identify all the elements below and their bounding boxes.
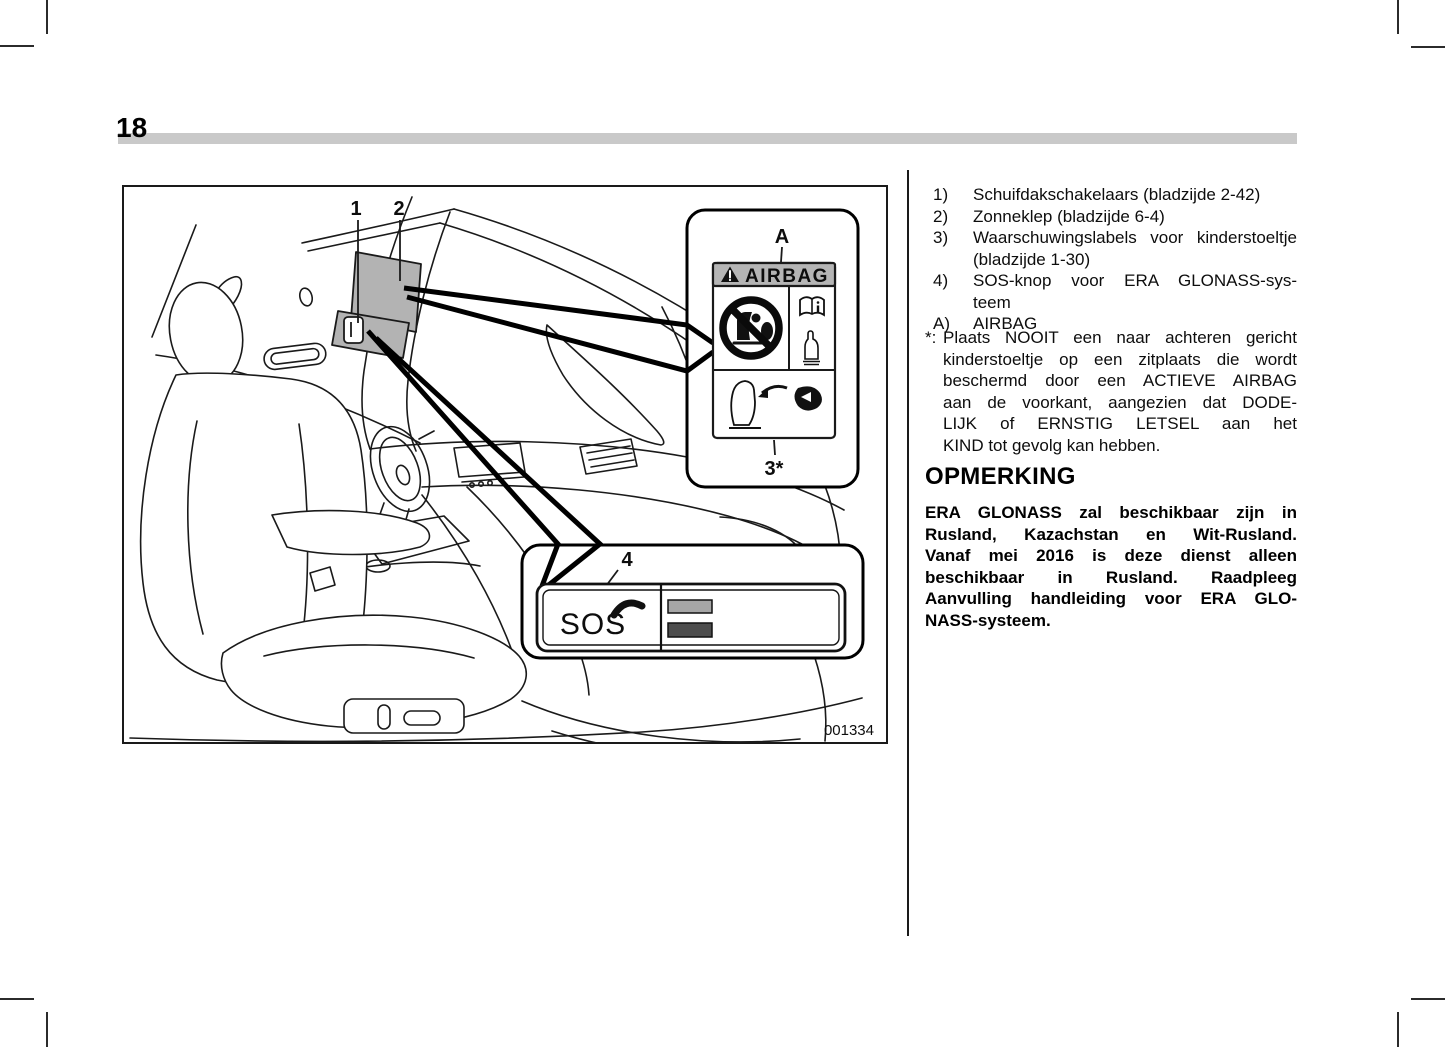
airbag-label-title: AIRBAG xyxy=(745,266,829,287)
child-seat-rotation-icon xyxy=(729,380,822,429)
leader-line-a xyxy=(780,246,783,263)
callout-label-3: 3* xyxy=(765,458,784,480)
legend-item: 4) SOS-knop voor ERA GLONASS-sys- teem xyxy=(925,270,1297,313)
callout-label-4: 4 xyxy=(621,549,633,571)
crop-mark xyxy=(46,0,48,34)
visor-callouts: 1 2 xyxy=(350,198,405,323)
footnote-line: kinderstoeltje op een zitplaats die word… xyxy=(943,349,1297,369)
column-divider xyxy=(907,170,909,936)
legend-item: A) AIRBAG xyxy=(925,313,1297,335)
crop-mark xyxy=(1411,998,1445,1000)
remark-line: Rusland, Kazachstan en Wit-Rusland. xyxy=(925,524,1297,544)
rearview-mirror-icon xyxy=(545,324,665,446)
legend-item-number: 3) xyxy=(933,228,949,247)
legend-item-text: teem xyxy=(973,292,1011,312)
remark-heading: OPMERKING xyxy=(925,463,1076,490)
footnote-line: LIJK of ERNSTIG LETSEL aan het xyxy=(943,414,1297,433)
remark-line: ERA GLONASS zal beschikbaar zijn in xyxy=(925,503,1297,522)
phone-receiver-icon xyxy=(610,599,646,619)
crop-mark xyxy=(46,1012,48,1047)
dashboard-vent xyxy=(579,438,638,475)
crop-mark xyxy=(1411,46,1445,48)
steering-wheel xyxy=(369,425,431,513)
remark-line: Vanaf mei 2016 is deze dienst alleen xyxy=(925,546,1297,565)
callout-label-a: A xyxy=(775,226,789,248)
footnote-line: KIND tot gevolg kan hebben. xyxy=(943,435,1161,455)
header-rule xyxy=(118,133,1297,144)
owners-manual-icon xyxy=(799,296,825,317)
figure-car-interior: A AIRBAG xyxy=(122,185,888,744)
car-interior-art xyxy=(129,196,863,744)
remark-paragraph: ERA GLONASS zal beschikbaar zijn in Rusl… xyxy=(925,502,1297,631)
remark-line: NASS-systeem. xyxy=(925,610,1051,630)
remark-line: beschikbaar in Rusland. Raadpleeg xyxy=(925,567,1297,587)
legend-item-number: A) xyxy=(933,314,950,333)
legend-item: 1) Schuifdakschakelaars (bladzijde 2-42) xyxy=(925,184,1297,206)
warning-triangle-icon xyxy=(721,266,739,282)
legend-item-text: AIRBAG xyxy=(973,314,1038,333)
pointer-wedges xyxy=(366,285,715,590)
visor-hook xyxy=(343,316,364,344)
footnote-line: beschermd door een ACTIEVE AIRBAG xyxy=(943,371,1297,390)
indicator-bar-light xyxy=(667,599,713,614)
legend-item-text: Schuifdakschakelaars (bladzijde 2-42) xyxy=(973,185,1261,204)
text-column: 1) Schuifdakschakelaars (bladzijde 2-42)… xyxy=(925,184,1297,630)
crop-mark xyxy=(1397,0,1399,34)
legend-list: 1) Schuifdakschakelaars (bladzijde 2-42)… xyxy=(925,184,1297,335)
callout-label-2: 2 xyxy=(393,198,404,220)
legend-item-text: (bladzijde 1-30) xyxy=(973,249,1091,269)
footnote-marker: *: xyxy=(925,328,937,347)
indicator-bar-dark xyxy=(667,622,713,638)
crop-mark xyxy=(1397,1012,1399,1047)
footnote-line: aan de voorkant, aangezien dat DODE- xyxy=(943,392,1297,412)
footnote-line: Plaats NOOIT een naar achteren gericht xyxy=(943,328,1297,347)
remark-line: Aanvulling handleiding voor ERA GLO- xyxy=(925,589,1297,608)
legend-item: 2) Zonneklep (bladzijde 6-4) xyxy=(925,206,1297,228)
legend-item-text: SOS-knop voor ERA GLONASS-sys- xyxy=(973,271,1297,290)
figure-code: 001334 xyxy=(824,722,874,739)
roof-grab-handle xyxy=(263,342,327,371)
legend-item-text: Waarschuwingslabels voor kinderstoeltje xyxy=(973,228,1297,247)
crop-mark xyxy=(0,998,34,1000)
airbag-warning-label: A AIRBAG xyxy=(711,226,837,480)
callout-label-1: 1 xyxy=(350,198,361,220)
legend-item-text: Zonneklep (bladzijde 6-4) xyxy=(973,206,1165,226)
legend-item-number: 2) xyxy=(933,206,949,226)
legend-item: 3) Waarschuwingslabels voor kinderstoelt… xyxy=(925,227,1297,270)
sos-button-panel: 4 SOS xyxy=(535,549,847,653)
center-armrest xyxy=(271,509,431,556)
pointing-hand-icon xyxy=(803,330,820,366)
leader-line-3 xyxy=(773,439,776,456)
no-child-seat-icon xyxy=(719,296,783,360)
footnote-text: Plaats NOOIT een naar achteren gericht k… xyxy=(943,327,1297,456)
legend-item-number: 4) xyxy=(933,271,949,290)
crop-mark xyxy=(0,45,34,47)
page-number: 18 xyxy=(116,112,148,143)
footnote: *: Plaats NOOIT een naar achteren gerich… xyxy=(925,327,1297,456)
legend-item-number: 1) xyxy=(933,185,949,204)
